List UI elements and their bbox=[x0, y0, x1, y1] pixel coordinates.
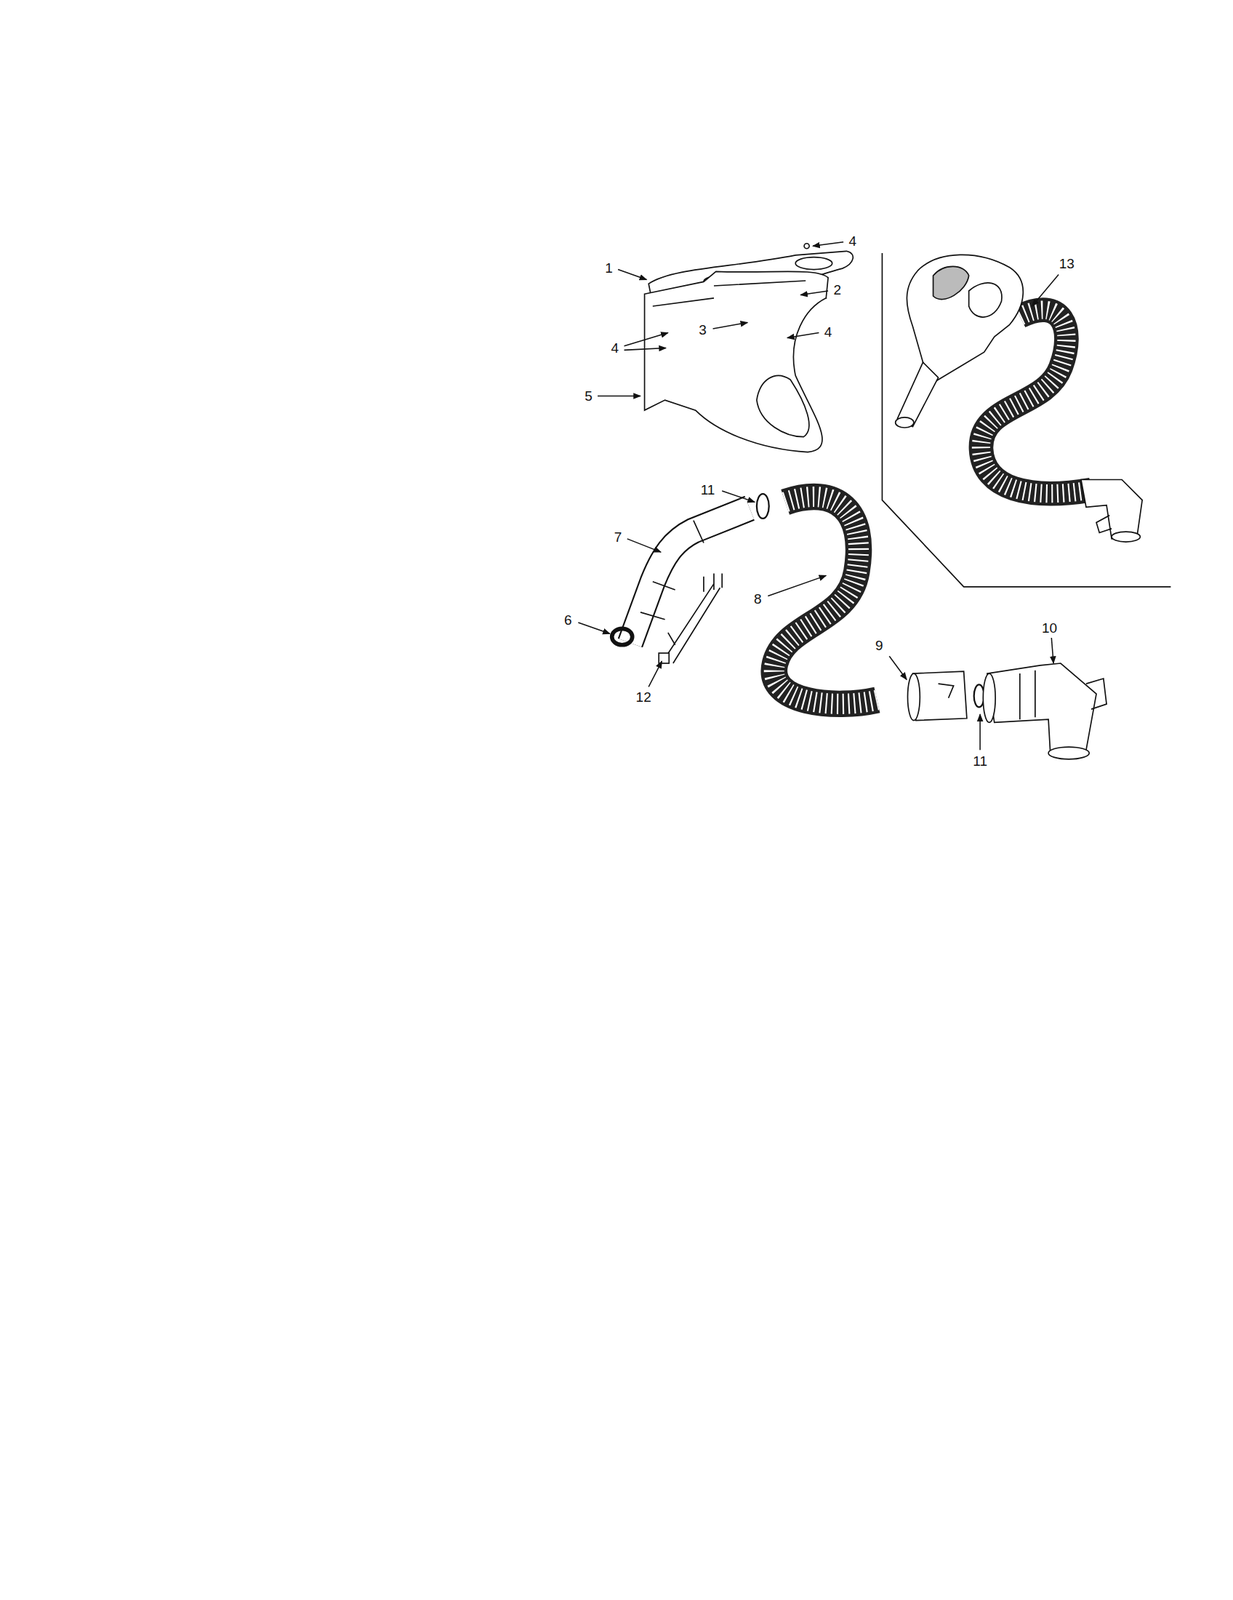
callout-number: 11 bbox=[972, 753, 988, 768]
wand-tube bbox=[630, 508, 750, 643]
ring bbox=[612, 628, 633, 645]
leader-line bbox=[812, 242, 844, 247]
elbow-latch bbox=[1086, 678, 1107, 709]
hose-ribs bbox=[774, 496, 878, 704]
hose-elbow bbox=[1081, 479, 1143, 539]
callout-number: 10 bbox=[1041, 620, 1058, 634]
leader-line bbox=[624, 332, 669, 347]
hose-elbow bbox=[987, 663, 1097, 755]
callout-number: 3 bbox=[698, 322, 707, 337]
leader-line bbox=[1032, 274, 1059, 307]
leader-line bbox=[889, 655, 907, 680]
inset-frame bbox=[881, 252, 1171, 587]
callout-number: 8 bbox=[753, 591, 762, 606]
callout-number: 4 bbox=[848, 234, 857, 248]
o-ring bbox=[756, 493, 770, 519]
handle-detail bbox=[795, 257, 833, 270]
cuff-detail bbox=[938, 683, 954, 698]
callout-number: 7 bbox=[614, 529, 623, 544]
callout-number: 6 bbox=[564, 612, 573, 626]
elbow-latch bbox=[1096, 515, 1112, 533]
leader-line bbox=[713, 322, 749, 328]
callout-number: 1 bbox=[604, 260, 613, 275]
callout-number: 12 bbox=[636, 689, 652, 704]
callout-number: 2 bbox=[833, 282, 842, 297]
leader-line bbox=[979, 713, 981, 750]
screw bbox=[804, 243, 810, 249]
hose-elbow bbox=[1048, 746, 1090, 759]
handle-tube bbox=[895, 417, 914, 428]
callout-number: 4 bbox=[824, 324, 833, 339]
leader-line bbox=[577, 622, 610, 634]
leader-line bbox=[767, 575, 826, 596]
handle-grip bbox=[756, 375, 810, 437]
connector bbox=[658, 652, 669, 664]
leader-line bbox=[721, 490, 755, 502]
leader-line bbox=[627, 538, 661, 552]
handle-detail bbox=[933, 266, 970, 299]
wand-tube bbox=[630, 508, 750, 643]
hose-ribs bbox=[980, 309, 1092, 493]
hose-elbow bbox=[982, 673, 996, 722]
hose bbox=[980, 309, 1092, 493]
hose bbox=[774, 496, 878, 704]
leader-line bbox=[617, 269, 647, 280]
leader-line bbox=[648, 660, 662, 687]
leader-line bbox=[597, 395, 641, 397]
callout-number: 9 bbox=[875, 637, 884, 652]
wand-detail bbox=[640, 520, 704, 620]
callout-number: 5 bbox=[584, 388, 593, 403]
hose-elbow bbox=[1111, 531, 1140, 542]
elbow-detail bbox=[1019, 670, 1036, 720]
callout-number: 4 bbox=[611, 340, 620, 355]
handle-detail bbox=[652, 280, 806, 307]
handle-grip bbox=[969, 282, 1002, 317]
wire-harness bbox=[668, 632, 676, 645]
callout-number: 11 bbox=[700, 482, 716, 497]
callout-number: 13 bbox=[1059, 255, 1075, 270]
handle-body bbox=[644, 271, 829, 452]
wire-harness bbox=[665, 573, 723, 664]
hose-cuff bbox=[908, 673, 921, 721]
leader-line bbox=[787, 332, 819, 339]
leader-line bbox=[624, 348, 667, 351]
leader-line bbox=[1051, 637, 1054, 664]
leader-line bbox=[800, 290, 829, 296]
hose-cuff bbox=[913, 671, 967, 720]
